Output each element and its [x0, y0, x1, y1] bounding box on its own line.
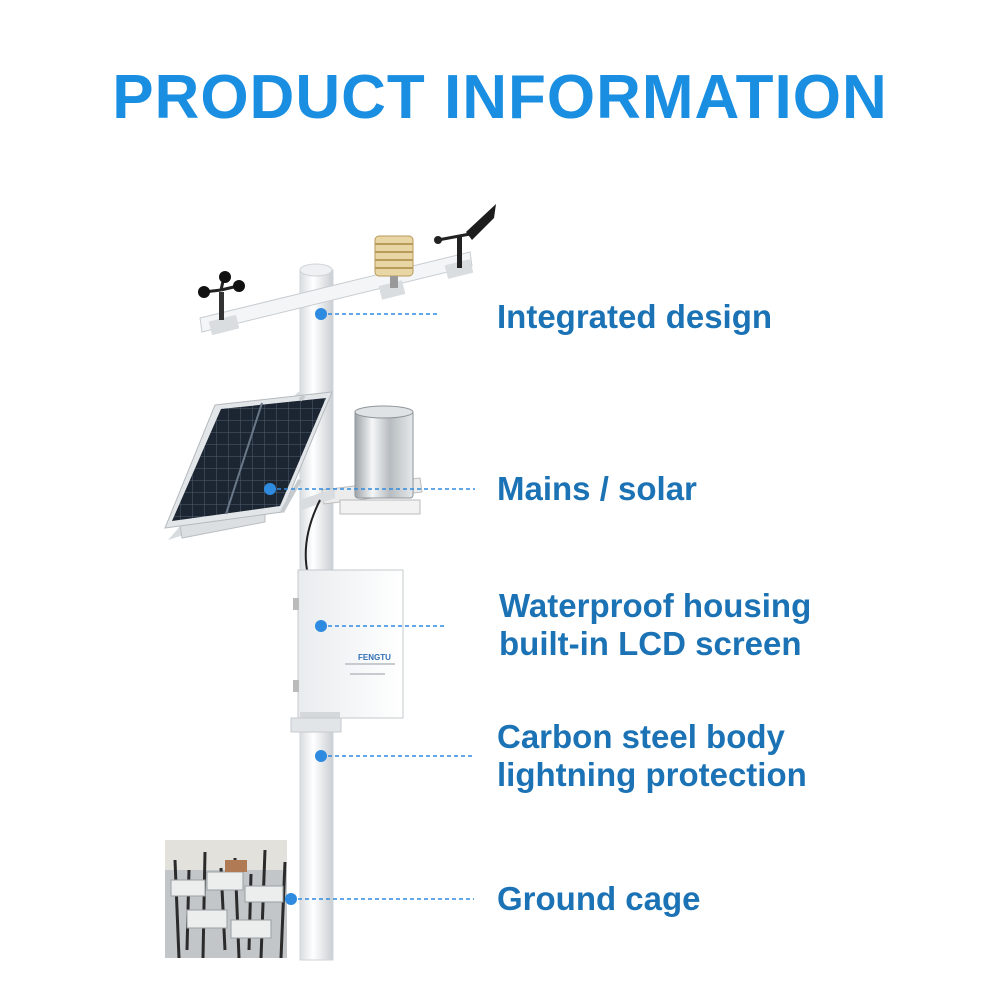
feature-line: Integrated design — [497, 298, 773, 335]
callout-integrated — [315, 308, 440, 320]
feature-line: Ground cage — [497, 880, 701, 917]
feature-line: lightning protection — [497, 756, 807, 793]
feature-power-supply: Mains / solar — [497, 470, 697, 508]
thermo-hygrometer-icon — [374, 235, 414, 288]
feature-line: built-in LCD screen — [499, 625, 802, 662]
page-title: PRODUCT INFORMATION — [112, 63, 888, 132]
wind-vane-icon — [434, 204, 496, 268]
callout-housing — [315, 620, 444, 632]
feature-line: Mains / solar — [497, 470, 697, 507]
feature-line: Waterproof housing — [499, 587, 812, 624]
callout-power — [264, 483, 475, 495]
feature-line: Carbon steel body — [497, 718, 785, 755]
feature-integrated-design: Integrated design — [497, 298, 772, 336]
cross-arm — [199, 251, 473, 333]
rain-gauge-icon — [321, 405, 423, 515]
feature-waterproof-housing: Waterproof housing built-in LCD screen — [499, 587, 811, 663]
data-logger-housing — [293, 569, 404, 726]
anemometer-icon — [198, 271, 245, 320]
feature-ground-cage: Ground cage — [497, 880, 701, 918]
ground-cage-photo — [165, 840, 287, 958]
feature-carbon-steel-body: Carbon steel body lightning protection — [497, 718, 807, 794]
logger-brand-logo: FENGTU — [358, 653, 391, 662]
solar-panel-icon — [164, 391, 335, 540]
callout-body — [315, 750, 474, 762]
